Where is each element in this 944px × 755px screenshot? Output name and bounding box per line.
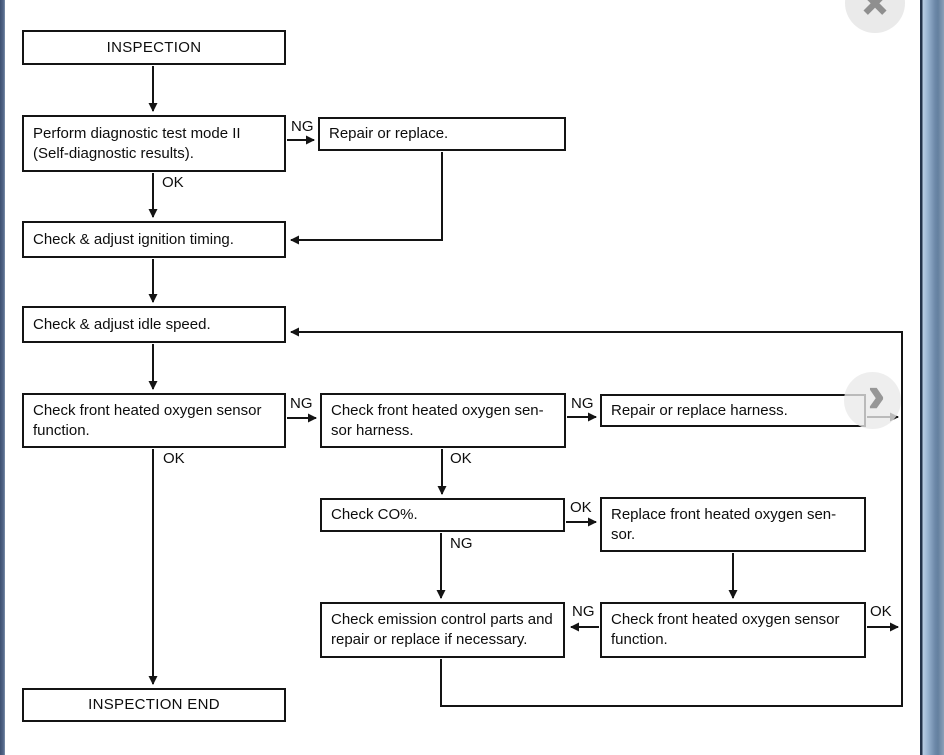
flow-box-emission-parts: Check emission control parts and repair …	[320, 602, 565, 658]
branch-label-ok: OK	[163, 450, 185, 467]
flow-box-ignition-timing: Check & adjust ignition timing.	[22, 221, 286, 258]
next-image-button[interactable]: ›	[844, 368, 901, 429]
branch-label-ng: NG	[290, 395, 313, 412]
window-right-border	[920, 0, 944, 755]
branch-label-ng: NG	[572, 603, 595, 620]
branch-label-ng: NG	[571, 395, 594, 412]
branch-label-ng: NG	[450, 535, 473, 552]
flow-box-inspection: INSPECTION	[22, 30, 286, 65]
branch-label-ok: OK	[162, 174, 184, 191]
branch-label-ok: OK	[450, 450, 472, 467]
close-icon: ✕	[861, 0, 890, 23]
branch-label-ok: OK	[570, 499, 592, 516]
flow-box-idle-speed: Check & adjust idle speed.	[22, 306, 286, 343]
flow-box-sensor-function-2: Check front heated oxygen sensor functio…	[600, 602, 866, 658]
flow-box-sensor-function-1: Check front heated oxygen sensor functio…	[22, 393, 286, 448]
chevron-right-icon: ›	[868, 368, 885, 423]
window-left-border	[0, 0, 5, 755]
flow-box-perform-diagnostic: Perform diagnostic test mode II (Self-di…	[22, 115, 286, 172]
flow-box-replace-sensor: Replace front heated oxygen sen- sor.	[600, 497, 866, 552]
flow-box-inspection-end: INSPECTION END	[22, 688, 286, 722]
flow-box-sensor-harness: Check front heated oxygen sen- sor harne…	[320, 393, 566, 448]
flow-box-check-co: Check CO%.	[320, 498, 565, 532]
branch-label-ok: OK	[870, 603, 892, 620]
flow-box-repair-or-replace: Repair or replace.	[318, 117, 566, 151]
flow-box-repair-harness: Repair or replace harness.	[600, 394, 866, 427]
branch-label-ng: NG	[291, 118, 314, 135]
